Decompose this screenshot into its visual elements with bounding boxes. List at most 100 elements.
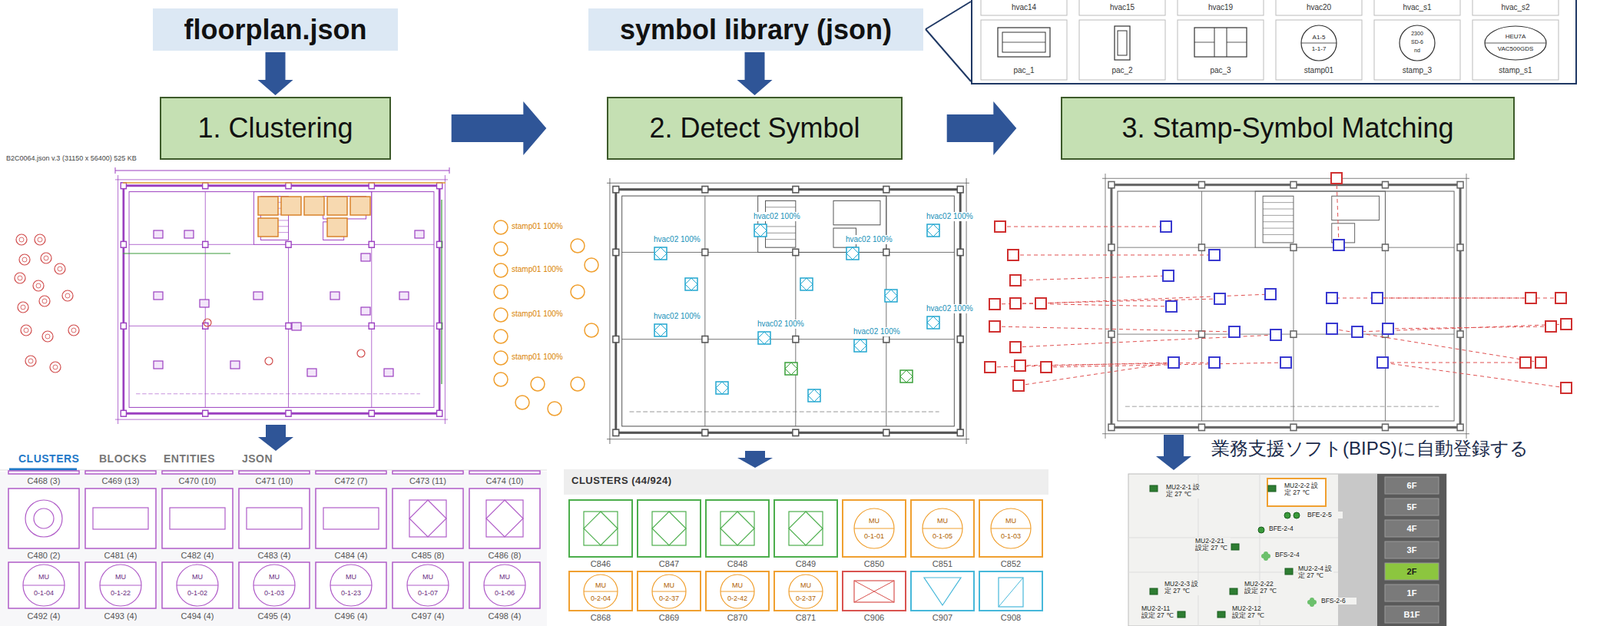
column: [368, 322, 375, 329]
diamond-symbol: [720, 511, 755, 546]
stamp-text: HEU7A: [1505, 33, 1527, 40]
stamp-cluster: [49, 361, 61, 373]
column: [120, 322, 126, 329]
stamp-box: [989, 321, 1001, 332]
symbol-name: pac_1: [1013, 66, 1034, 76]
tab-underline: [9, 468, 77, 471]
stamp-box: [984, 361, 996, 373]
stamp-box: [1560, 318, 1572, 330]
line: [720, 591, 755, 593]
diamond-symbol: [654, 247, 667, 260]
outline-circle: [720, 574, 755, 609]
cluster-id: C846: [590, 559, 611, 570]
line: [99, 585, 142, 587]
hvac-symbol: [854, 339, 867, 352]
cluster-id: C869: [659, 612, 680, 623]
stamp-cluster: [57, 266, 63, 272]
stamp-cluster: [22, 257, 27, 262]
floor-label: 3F: [1407, 545, 1418, 556]
node-text: 2. Detect Symbol: [649, 112, 860, 145]
flow-arrow: [451, 101, 547, 156]
hvac-symbol: [927, 224, 940, 237]
stamp-box: [1010, 274, 1021, 286]
file-caption: B2C0064.json v.3 (31150 x 56400) 525 KB: [6, 154, 137, 163]
outline-rect: [246, 507, 302, 530]
stamp-box: [1331, 172, 1342, 184]
column: [957, 429, 964, 436]
device-icon: [1217, 611, 1226, 618]
matched-symbol: [1377, 357, 1388, 368]
symbol-name: stamp_s1: [1498, 66, 1532, 76]
matched-symbol: [1214, 293, 1226, 305]
panel-bg: [0, 442, 547, 626]
outline-circle: [23, 564, 65, 607]
line: [23, 585, 65, 587]
stamp-cluster: [17, 275, 23, 281]
cluster-mark: [253, 291, 263, 300]
stamp-cluster: [34, 234, 46, 246]
column: [1457, 181, 1464, 188]
column: [1381, 424, 1388, 431]
match-score: hvac02 100%: [852, 327, 902, 337]
stamp-cluster: [14, 272, 26, 284]
floor-button: [1384, 563, 1439, 580]
step-box: 2. Detect Symbol: [606, 96, 903, 160]
device-icon: [1149, 485, 1158, 492]
stamp-cluster: [20, 304, 26, 310]
cluster-room: [258, 218, 279, 237]
stamp-text: 0-1-03: [264, 589, 285, 597]
stamp-text: 0-2-42: [727, 594, 748, 603]
column: [1108, 331, 1115, 338]
floor-label: 4F: [1407, 523, 1418, 534]
column: [702, 336, 709, 343]
cluster-id: C871: [795, 612, 816, 623]
grid-line: [629, 411, 940, 413]
stamp-cluster: [42, 331, 54, 342]
column: [1198, 331, 1205, 338]
stamp-symbol: [493, 329, 508, 344]
device-icon: [1285, 568, 1293, 575]
column: [285, 410, 292, 417]
column: [792, 429, 799, 436]
stamp-text: MU: [800, 581, 812, 590]
matched-symbol: [1228, 326, 1240, 338]
diamond-symbol: [800, 278, 813, 291]
cluster-cell: [162, 562, 233, 609]
panel-title: CLUSTERS (44/924): [571, 475, 673, 487]
stamp-symbol: [584, 323, 599, 338]
outline-circle: [25, 500, 63, 537]
symbol-name: hvac_s2: [1500, 3, 1530, 13]
symbol-cell: [1374, 0, 1461, 16]
line: [990, 528, 1031, 530]
matched-symbol: [1166, 301, 1177, 312]
stamp-box: [1535, 357, 1547, 368]
cluster-mark: [153, 230, 163, 239]
line: [1194, 42, 1215, 44]
stamp-symbol: [493, 308, 508, 322]
building-wall: [129, 192, 434, 408]
match-score: hvac02 100%: [652, 311, 702, 322]
stamp-box: [989, 298, 1001, 310]
matched-symbol: [1168, 357, 1180, 368]
symbol-cell: [1275, 0, 1362, 16]
column: [1198, 424, 1205, 431]
cluster-cell: [162, 488, 233, 549]
outline-rect: [997, 27, 1051, 57]
down-arrow: [1156, 434, 1192, 471]
hvac-symbol: [758, 331, 771, 345]
cluster-id: C850: [864, 559, 885, 570]
stamp-text: MU: [115, 573, 126, 581]
symbol-cell: [980, 0, 1067, 16]
stamp-box: [1040, 361, 1052, 373]
stamp-box: [1525, 292, 1537, 304]
line: [998, 577, 1024, 607]
step-box: 1. Clustering: [159, 96, 391, 160]
device-label: MU2-2-3 設定 27 ℃: [1164, 580, 1200, 596]
result-caption: 業務支援ソフト(BIPS)に自動登録する: [1211, 437, 1529, 460]
matched-symbol: [1270, 329, 1282, 341]
line: [854, 580, 895, 603]
symbol-name: hvac19: [1208, 3, 1233, 13]
stamp-text: 0-2-37: [795, 594, 816, 603]
cluster-cell: [392, 470, 464, 474]
